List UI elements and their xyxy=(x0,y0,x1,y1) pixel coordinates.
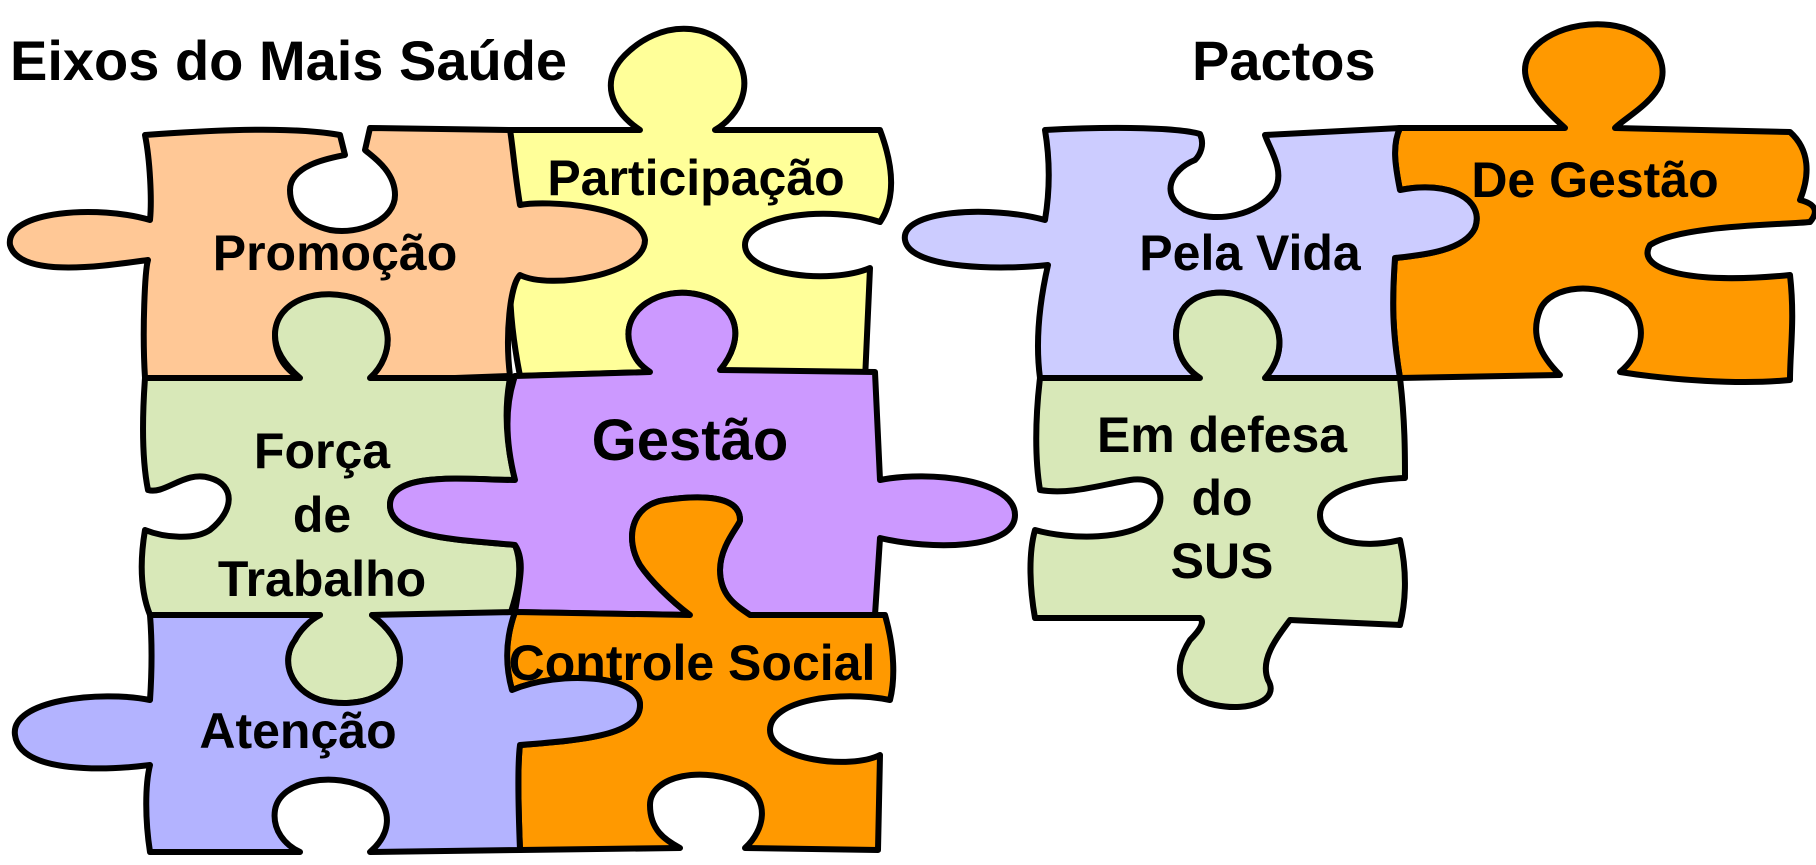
title-pactos: Pactos xyxy=(1192,29,1376,92)
label-de-gestao: De Gestão xyxy=(1471,152,1718,208)
label-forca-line2: de xyxy=(293,487,351,543)
label-forca-line3: Trabalho xyxy=(218,551,426,607)
label-forca-line1: Força xyxy=(254,423,391,479)
piece-promocao xyxy=(6,125,648,381)
label-em-defesa-line3: SUS xyxy=(1171,533,1274,589)
label-gestao: Gestão xyxy=(592,408,789,473)
label-promocao: Promoção xyxy=(213,225,458,281)
title-eixos: Eixos do Mais Saúde xyxy=(10,29,567,92)
label-em-defesa-line2: do xyxy=(1191,470,1252,526)
label-em-defesa-line1: Em defesa xyxy=(1097,407,1348,463)
label-controle-social: Controle Social xyxy=(509,635,876,691)
piece-participacao xyxy=(507,25,895,383)
piece-pela-vida xyxy=(901,124,1480,381)
piece-atencao xyxy=(11,609,643,855)
label-pela-vida: Pela Vida xyxy=(1139,225,1362,281)
label-atencao: Atenção xyxy=(199,703,396,759)
piece-em-defesa xyxy=(1027,289,1408,711)
label-participacao: Participação xyxy=(547,150,844,206)
